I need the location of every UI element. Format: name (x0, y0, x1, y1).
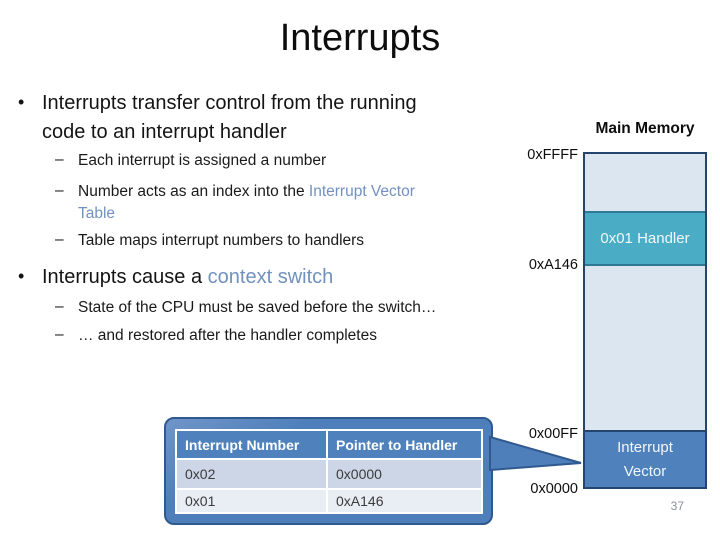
bullet-item-text: Interrupts transfer control from the run… (42, 92, 417, 143)
address-label-0xa146: 0xA146 (528, 257, 578, 273)
page-title: Interrupts (279, 17, 441, 59)
memory-region-handler: 0x01 Handler (585, 211, 705, 266)
sub-bullet-text: Each interrupt is assigned a number (78, 152, 327, 169)
sub-bullet-2: – Number acts as an index into the Inter… (55, 181, 480, 225)
memory-region-upper (585, 154, 705, 211)
table-row: 0x02 0x0000 (177, 460, 481, 488)
sub-bullet-3: – Table maps interrupt numbers to handle… (55, 230, 480, 252)
address-label-0x0000: 0x0000 (530, 481, 578, 497)
callout-pointer-icon (489, 435, 582, 472)
emphasis-interrupt-vector: Interrupt Vector (308, 183, 415, 200)
memory-region-middle (585, 266, 705, 430)
dash-icon: – (55, 231, 64, 248)
interrupt-vector-table: Interrupt Number Pointer to Handler 0x02… (175, 429, 483, 514)
column-header-interrupt-number: Interrupt Number (177, 431, 326, 458)
bullet-item-2: • Interrupts cause a context switch (14, 263, 484, 292)
emphasis-table: Table (78, 205, 116, 222)
sub-bullet-text: Number acts as an index into the Interru… (78, 183, 415, 222)
address-label-0xffff: 0xFFFF (527, 147, 578, 163)
emphasis-context-switch: context switch (207, 266, 334, 288)
cell-pointer-to-handler: 0x0000 (328, 460, 481, 488)
sub-bullet-text: … and restored after the handler complet… (78, 327, 377, 344)
sub-bullet-5: – … and restored after the handler compl… (55, 325, 480, 347)
cell-pointer-to-handler: 0xA146 (328, 490, 481, 512)
slide-page-number: 37 (670, 499, 684, 513)
bullet-icon: • (18, 92, 25, 112)
bullet-icon: • (18, 266, 25, 286)
bullet-item-text: Interrupts cause a context switch (42, 266, 334, 288)
sub-bullet-text: Table maps interrupt numbers to handlers (78, 232, 365, 249)
column-header-pointer-to-handler: Pointer to Handler (328, 431, 481, 458)
table-row: 0x01 0xA146 (177, 490, 481, 512)
dash-icon: – (55, 151, 64, 168)
dash-icon: – (55, 298, 64, 315)
bullet-item-1: • Interrupts transfer control from the r… (14, 89, 484, 147)
sub-bullet-1: – Each interrupt is assigned a number (55, 150, 480, 172)
cell-interrupt-number: 0x02 (177, 460, 326, 488)
sub-bullet-4: – State of the CPU must be saved before … (55, 297, 480, 319)
dash-icon: – (55, 182, 64, 199)
sub-bullet-text: State of the CPU must be saved before th… (78, 299, 437, 316)
cell-interrupt-number: 0x01 (177, 490, 326, 512)
main-memory-label: Main Memory (595, 120, 695, 137)
dash-icon: – (55, 326, 64, 343)
address-label-0x00ff: 0x00FF (528, 426, 578, 442)
table-header-row: Interrupt Number Pointer to Handler (177, 431, 481, 458)
